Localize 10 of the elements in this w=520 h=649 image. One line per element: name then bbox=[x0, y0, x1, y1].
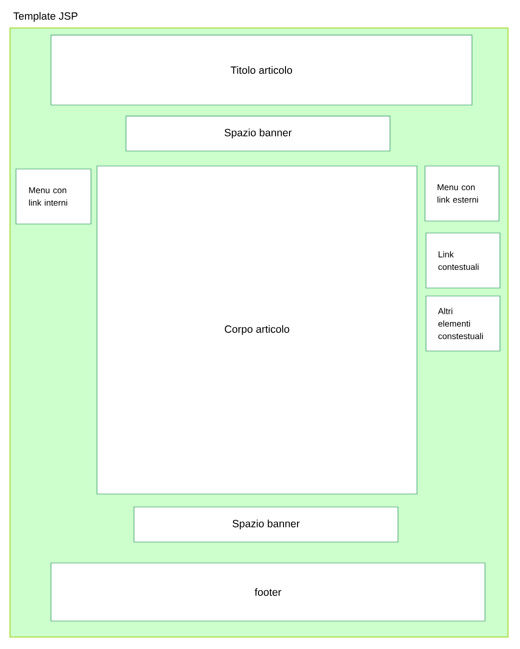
layout-box: Altri elementi constestuali bbox=[426, 296, 500, 352]
layout-box: footer bbox=[50, 562, 486, 622]
layout-box: Spazio banner bbox=[134, 506, 398, 542]
layout-box: Titolo articolo bbox=[50, 34, 472, 106]
layout-box: Menu con link esterni bbox=[424, 166, 500, 222]
layout-box: Corpo articolo bbox=[96, 166, 418, 494]
layout-box: Spazio banner bbox=[126, 116, 390, 152]
layout-box: Menu con link interni bbox=[16, 168, 92, 224]
layout-box: Link contestuali bbox=[426, 232, 500, 288]
frame-heading: Template JSP bbox=[13, 12, 78, 22]
